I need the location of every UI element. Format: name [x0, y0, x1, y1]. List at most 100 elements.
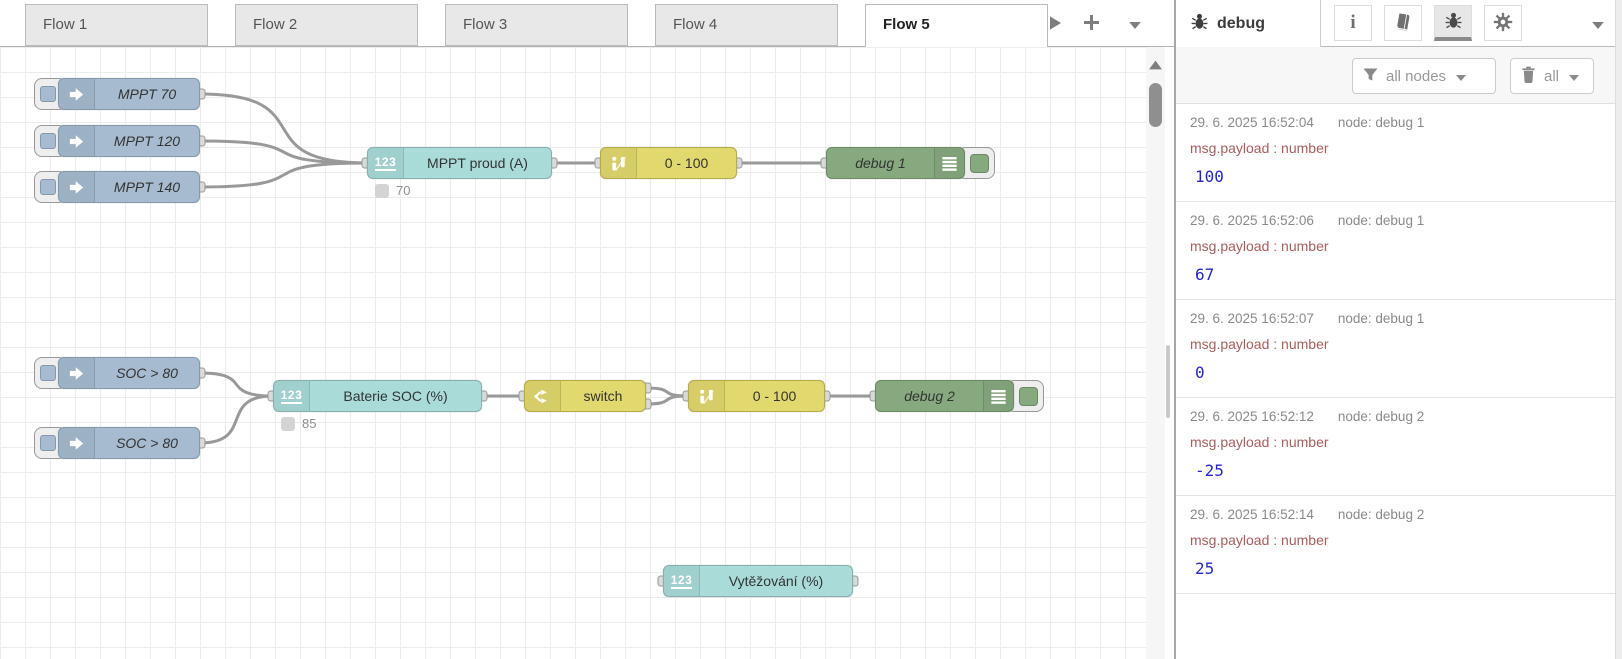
tab-flow-1[interactable]: Flow 1 — [25, 4, 208, 46]
node-switch[interactable]: switch — [524, 380, 646, 412]
node-label: 0 - 100 — [664, 155, 709, 171]
node-inject-soc-80-a[interactable]: SOC > 80 — [58, 357, 200, 389]
node-debug-1[interactable]: debug 1 — [826, 147, 965, 179]
filter-nodes-button[interactable]: all nodes — [1352, 58, 1496, 94]
tab-flow-4[interactable]: Flow 4 — [655, 4, 838, 46]
status-dot — [375, 183, 389, 198]
add-flow-button[interactable] — [1076, 9, 1106, 39]
inject-icon — [59, 172, 95, 202]
inject-button-square — [40, 435, 56, 451]
message-property: msg.payload : number — [1190, 140, 1329, 156]
inject-icon — [59, 126, 95, 156]
node-range-0-100-b[interactable]: 0 - 100 — [688, 380, 825, 412]
node-inject-soc-80-b[interactable]: SOC > 80 — [58, 427, 200, 459]
node-label: Baterie SOC (%) — [343, 388, 448, 404]
debug-message[interactable]: 29. 6. 2025 16:52:04 node: debug 1 msg.pay… — [1176, 104, 1615, 202]
node-ui-vytezovani[interactable]: 123 Vytěžování (%) — [663, 565, 853, 597]
ui-icon: 123 — [274, 381, 310, 411]
help-tab-button[interactable] — [1384, 5, 1422, 41]
message-payload-value: 25 — [1195, 559, 1215, 578]
bug-icon — [1444, 11, 1463, 33]
message-payload-value: -25 — [1195, 461, 1224, 480]
node-ui-baterie-soc[interactable]: 123 Baterie SOC (%) — [273, 380, 482, 412]
inject-icon — [59, 428, 95, 458]
ui-icon: 123 — [664, 566, 700, 596]
sidebar-header: debug i — [1176, 0, 1615, 47]
message-source: node: debug 2 — [1337, 409, 1425, 424]
message-property: msg.payload : number — [1190, 532, 1329, 548]
debug-toggle-square — [1019, 387, 1038, 406]
message-property: msg.payload : number — [1190, 336, 1329, 352]
inject-icon — [59, 358, 95, 388]
chevron-down-icon — [1592, 17, 1604, 32]
flow-list-dropdown-button[interactable] — [1120, 9, 1150, 39]
canvas-scrollbar-thumb[interactable] — [1149, 83, 1162, 127]
tab-flow-5[interactable]: Flow 5 — [865, 4, 1048, 47]
inject-button-square — [40, 133, 56, 149]
inject-button-square — [40, 365, 56, 381]
node-label: MPPT 120 — [113, 133, 181, 149]
wire[interactable] — [199, 371, 274, 398]
info-tab-button[interactable]: i — [1334, 5, 1372, 41]
node-inject-mppt-140[interactable]: MPPT 140 — [58, 171, 200, 203]
sidebar-scrollbar-thumb[interactable] — [1166, 345, 1170, 418]
clear-label: all — [1544, 67, 1560, 85]
switch-icon — [525, 381, 561, 411]
scroll-tabs-right-button[interactable] — [1040, 9, 1070, 39]
message-payload-value: 100 — [1195, 167, 1224, 186]
tab-label: Flow 2 — [253, 16, 298, 33]
book-icon — [1393, 12, 1413, 35]
message-property: msg.payload : number — [1190, 434, 1329, 450]
node-status: 85 — [281, 416, 316, 431]
chevron-down-icon — [1456, 68, 1467, 85]
bug-icon — [1190, 12, 1209, 36]
debug-message-list: 29. 6. 2025 16:52:04 node: debug 1 msg.pay… — [1176, 104, 1615, 659]
wire[interactable] — [199, 161, 368, 189]
filter-nodes-label: all nodes — [1386, 67, 1447, 85]
message-timestamp: 29. 6. 2025 16:52:14 — [1190, 507, 1314, 522]
tab-flow-3[interactable]: Flow 3 — [445, 4, 628, 46]
flow-tabbar: Flow 1 Flow 2 Flow 3 Flow 4 Flow 5 — [0, 0, 1174, 47]
node-label: Vytěžování (%) — [728, 573, 824, 589]
debug-tab-button[interactable] — [1434, 5, 1472, 41]
canvas-vertical-scrollbar[interactable] — [1146, 47, 1165, 659]
message-source: node: debug 1 — [1337, 115, 1425, 130]
inject-button-square — [40, 179, 56, 195]
wire[interactable] — [199, 394, 274, 445]
node-range-0-100-a[interactable]: 0 - 100 — [600, 147, 737, 179]
chevron-down-icon — [1129, 17, 1141, 32]
node-label: MPPT proud (A) — [427, 155, 528, 171]
sidebar-collapse-button[interactable] — [1588, 16, 1608, 32]
wire[interactable] — [199, 139, 368, 165]
wire[interactable] — [199, 92, 368, 165]
status-text: 70 — [396, 183, 411, 198]
node-label: debug 2 — [904, 388, 955, 404]
wire[interactable] — [645, 394, 689, 406]
sidebar-tab-debug[interactable]: debug — [1176, 0, 1321, 47]
node-inject-mppt-70[interactable]: MPPT 70 — [58, 78, 200, 110]
info-icon: i — [1348, 12, 1358, 35]
node-inject-mppt-120[interactable]: MPPT 120 — [58, 125, 200, 157]
chevron-down-icon — [1569, 68, 1580, 85]
status-dot — [281, 416, 295, 431]
window-scrollbar-track[interactable] — [1615, 0, 1622, 659]
tab-flow-2[interactable]: Flow 2 — [235, 4, 418, 46]
message-meta: 29. 6. 2025 16:52:04 node: debug 1 — [1190, 115, 1601, 130]
node-debug-2[interactable]: debug 2 — [875, 380, 1014, 412]
tab-label: Flow 3 — [463, 16, 508, 33]
message-timestamp: 29. 6. 2025 16:52:04 — [1190, 115, 1314, 130]
config-tab-button[interactable] — [1484, 5, 1522, 41]
scroll-up-button[interactable] — [1149, 57, 1162, 70]
node-label: SOC > 80 — [116, 365, 178, 381]
funnel-icon — [1363, 67, 1378, 85]
clear-messages-button[interactable]: all — [1510, 58, 1594, 94]
